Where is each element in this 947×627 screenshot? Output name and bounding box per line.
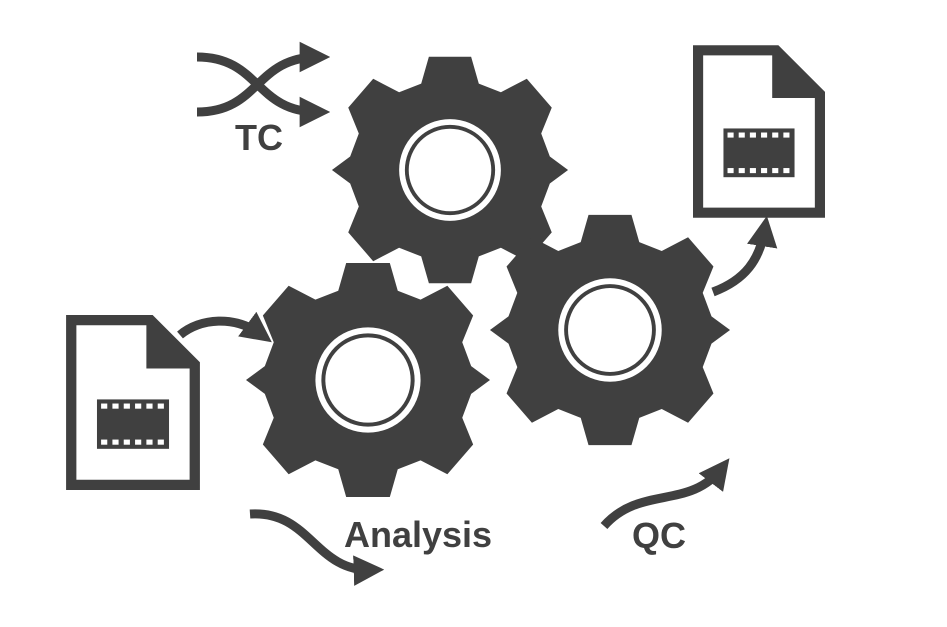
analysis-label: Analysis <box>344 514 493 555</box>
tc-label: TC <box>235 117 283 158</box>
curved-arrow-icon <box>249 509 385 586</box>
curved-arrow-icon <box>711 215 778 297</box>
curved-arrow-icon <box>177 311 272 343</box>
gear-icon <box>245 262 491 498</box>
gear-icon <box>489 214 731 446</box>
video-file-icon <box>698 50 820 212</box>
qc-label: QC <box>632 515 686 556</box>
crossing-arrows-icon <box>196 41 331 128</box>
video-file-icon <box>71 320 195 485</box>
curved-arrow-icon <box>600 458 730 530</box>
